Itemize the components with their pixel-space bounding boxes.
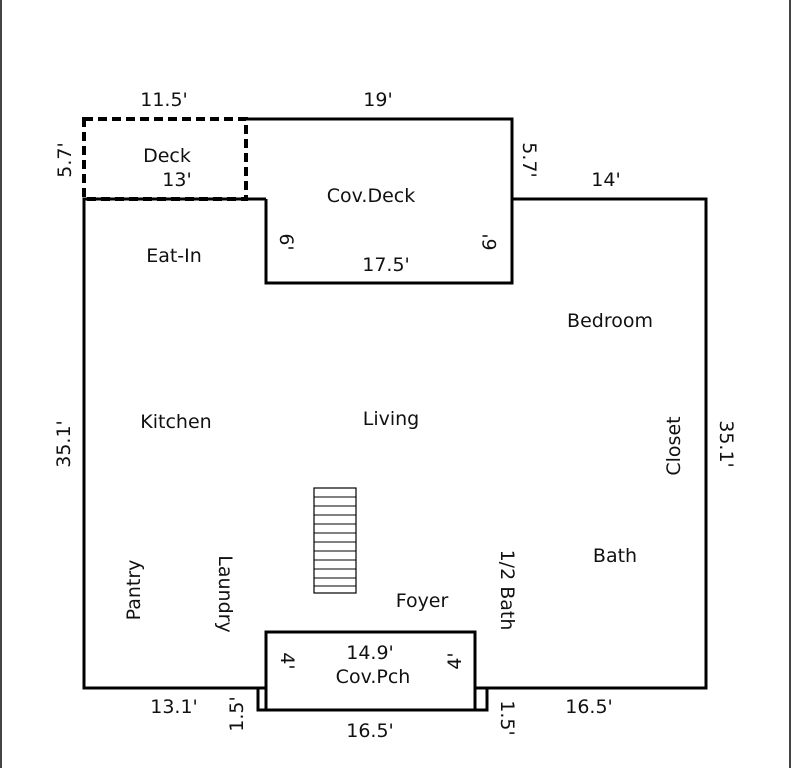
- room-label-bath: Bath: [593, 545, 637, 567]
- dim-porch-left-offset: 1.5': [226, 696, 248, 731]
- dim-porch-width: 16.5': [346, 720, 394, 742]
- dim-deck-inner: 13': [162, 169, 191, 191]
- deck-outline: [82, 117, 248, 201]
- covered-porch-outline: [256, 686, 489, 712]
- dim-notch-right-depth: 6': [479, 233, 501, 250]
- room-label-kitchen: Kitchen: [140, 411, 211, 433]
- room-label-deck: Deck: [143, 145, 191, 167]
- dim-porch-right-depth: 4': [444, 652, 466, 669]
- dim-cov-deck-right-depth: 5.7': [518, 142, 540, 177]
- dim-notch-left-depth: 6': [275, 233, 297, 250]
- room-label-foyer: Foyer: [396, 590, 449, 612]
- dim-right-wall: 35.1': [715, 420, 737, 468]
- covered-deck-outline: [246, 117, 514, 285]
- room-label-laundry: Laundry: [214, 555, 236, 632]
- dim-porch-left-depth: 4': [276, 652, 298, 669]
- dim-right-bottom-width: 16.5': [565, 696, 613, 718]
- room-label-bedroom: Bedroom: [567, 310, 653, 332]
- dim-deck-width: 11.5': [140, 89, 188, 111]
- room-label-eat-in: Eat-In: [146, 245, 202, 267]
- dim-right-top-width: 14': [591, 169, 620, 191]
- room-label-closet: Closet: [663, 416, 685, 475]
- house-outline: [82, 197, 708, 690]
- dim-left-wall: 35.1': [53, 420, 75, 468]
- room-label-pantry: Pantry: [123, 560, 145, 621]
- room-label-living: Living: [363, 408, 420, 430]
- room-label-cov-deck: Cov.Deck: [327, 185, 415, 207]
- room-label-cov-pch: Cov.Pch: [336, 666, 411, 688]
- room-label-half-bath: 1/2 Bath: [496, 550, 518, 631]
- dim-porch-right-offset: 1.5': [496, 700, 518, 735]
- dim-left-bottom-width: 13.1': [150, 696, 198, 718]
- dim-notch-width: 17.5': [362, 254, 410, 276]
- dim-deck-depth: 5.7': [54, 142, 76, 177]
- stairs: [313, 487, 357, 594]
- dim-cov-deck-width: 19': [363, 89, 392, 111]
- dim-porch-inner-width: 14.9': [346, 642, 394, 664]
